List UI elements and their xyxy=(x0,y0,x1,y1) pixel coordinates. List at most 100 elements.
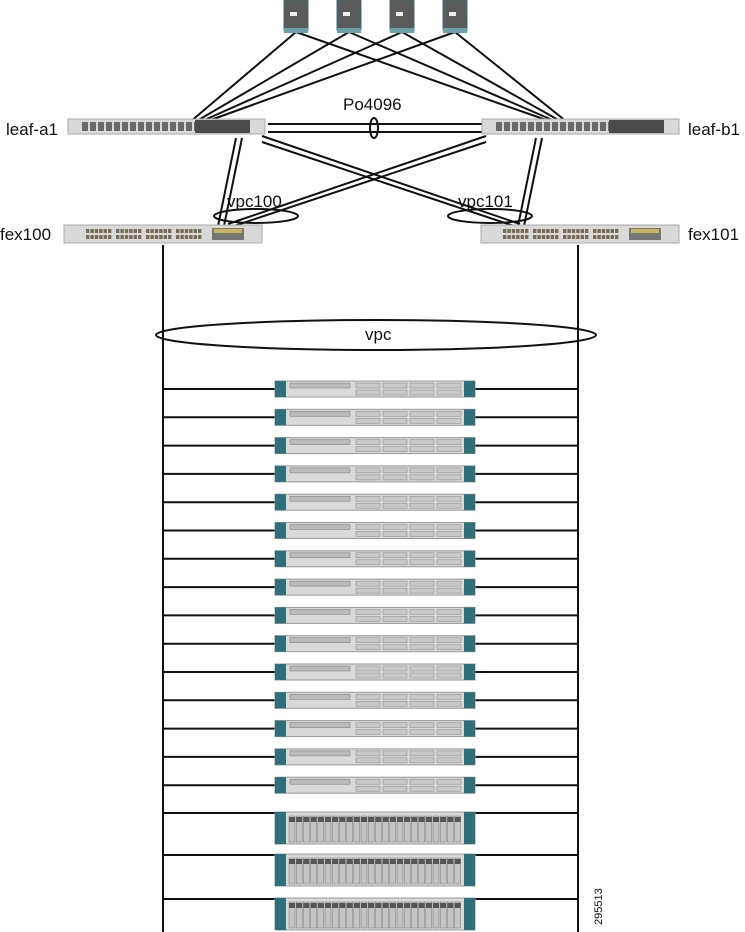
drive-bay xyxy=(409,644,435,650)
drive-bay xyxy=(411,901,418,929)
server-1ru xyxy=(274,720,476,738)
port xyxy=(511,229,516,233)
drive-bay xyxy=(355,552,381,559)
port xyxy=(124,229,129,233)
drive-latch xyxy=(454,903,461,908)
server-1ru xyxy=(274,748,476,766)
drive-bay xyxy=(382,637,408,643)
drive-latch xyxy=(389,903,396,908)
drive-latch xyxy=(361,903,367,908)
drive-bay xyxy=(355,757,381,764)
port xyxy=(606,229,610,233)
drive-bay xyxy=(409,616,435,622)
drive-bay xyxy=(409,559,435,566)
drive-bay xyxy=(436,694,462,700)
spine-leaf-a-link xyxy=(204,31,456,123)
port xyxy=(163,229,167,233)
port xyxy=(550,229,554,233)
drive-bay xyxy=(436,757,462,764)
drive-bay xyxy=(317,815,325,843)
drive-bay xyxy=(382,439,408,445)
port xyxy=(133,229,137,233)
drive-bay xyxy=(396,857,404,885)
drive-bay xyxy=(382,580,408,587)
drive-bay xyxy=(303,901,310,929)
drive-latch xyxy=(368,859,375,864)
spine-base xyxy=(390,28,414,33)
port xyxy=(525,229,529,233)
drive-latch xyxy=(411,903,418,908)
fex101-label: fex101 xyxy=(688,225,740,244)
drive-bay xyxy=(382,729,408,735)
drive-latch xyxy=(425,817,432,822)
drive-bay xyxy=(355,439,381,445)
drive-bay xyxy=(409,467,435,474)
drive-bay xyxy=(425,857,433,885)
port xyxy=(503,229,507,233)
server-front-panel xyxy=(289,778,351,785)
drive-bay xyxy=(418,815,425,843)
drive-latch xyxy=(418,817,425,822)
drive-bay xyxy=(409,609,435,615)
port xyxy=(108,229,112,233)
drive-bay xyxy=(355,750,381,757)
port xyxy=(189,235,193,239)
port xyxy=(584,122,590,131)
devices-layer xyxy=(63,0,680,931)
port xyxy=(162,122,168,131)
drive-bay xyxy=(375,857,382,885)
drive-bay xyxy=(432,857,440,885)
port xyxy=(536,122,542,131)
drive-bay xyxy=(436,672,462,679)
port xyxy=(120,235,124,239)
port xyxy=(567,235,571,239)
port xyxy=(86,229,90,233)
drive-latch xyxy=(303,903,310,908)
drive-bay xyxy=(409,665,435,672)
drive-bay xyxy=(396,815,404,843)
drive-latch xyxy=(317,903,324,908)
port xyxy=(178,122,184,131)
drive-bay xyxy=(409,587,435,594)
drive-latch xyxy=(339,903,346,908)
server-1ru xyxy=(274,408,476,426)
drive-latch xyxy=(433,903,439,908)
server-ear xyxy=(464,465,475,482)
port xyxy=(198,235,202,239)
drive-bay xyxy=(355,609,381,615)
server-ear xyxy=(275,748,286,765)
drive-bay xyxy=(436,439,462,445)
drive-latch xyxy=(411,817,418,822)
drive-bay xyxy=(355,785,381,792)
drive-bay xyxy=(382,857,389,885)
port xyxy=(122,122,128,131)
drive-latch xyxy=(418,903,425,908)
port xyxy=(560,122,566,131)
drive-bay xyxy=(436,722,462,728)
leaf-b1-label: leaf-b1 xyxy=(688,120,740,139)
drive-bay xyxy=(439,901,447,929)
port xyxy=(520,229,524,233)
port xyxy=(563,235,567,239)
drive-bay xyxy=(303,857,310,885)
server-ear xyxy=(275,579,286,596)
drive-latch xyxy=(346,817,353,822)
port xyxy=(585,235,589,239)
spine-module xyxy=(396,12,403,16)
server-front-panel xyxy=(289,382,351,389)
spine-leaf-b-link xyxy=(401,31,563,123)
port xyxy=(593,229,597,233)
drive-latch xyxy=(346,903,353,908)
drive-bay xyxy=(409,389,435,396)
drive-bay xyxy=(409,694,435,700)
port xyxy=(533,235,537,239)
port xyxy=(82,122,88,131)
drive-latch xyxy=(397,859,403,864)
server-front-panel xyxy=(289,552,351,559)
server-ear xyxy=(464,898,475,930)
server-ear xyxy=(464,550,475,567)
drive-bay xyxy=(436,644,462,650)
server-ear xyxy=(464,635,475,652)
port xyxy=(593,235,597,239)
drive-bay xyxy=(375,815,382,843)
